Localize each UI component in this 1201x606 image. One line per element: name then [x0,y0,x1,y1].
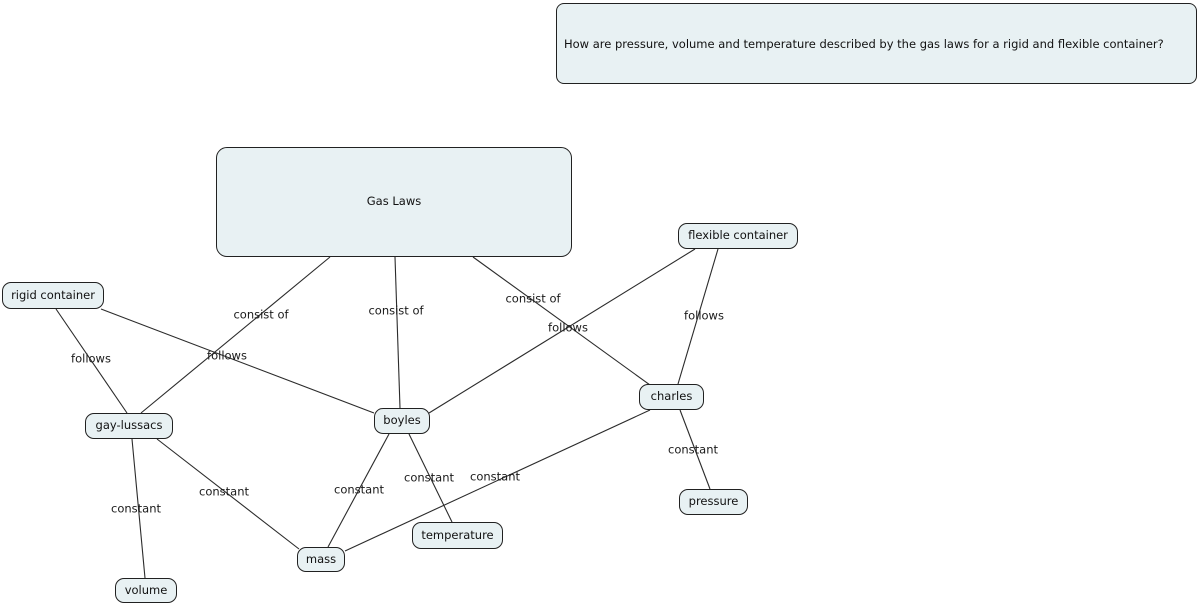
edge-label-gay-lussacs--mass[interactable]: constant [199,484,249,499]
node-rigid-container[interactable]: rigid container [2,282,104,309]
node-charles[interactable]: charles [639,384,704,410]
node-gay-lussacs[interactable]: gay-lussacs [85,413,173,439]
edge-line-gay-lussacs--mass [156,438,300,550]
edge-label-gas-laws--gay-lussacs[interactable]: consist of [233,307,289,322]
node-mass[interactable]: mass [297,547,345,572]
edge-label-rigid-container--boyles[interactable]: follows [207,348,247,363]
edge-line-gas-laws--charles [472,256,651,386]
node-volume[interactable]: volume [115,578,177,603]
edge-label-flexible-container--boyles[interactable]: follows [548,320,588,335]
edge-label-gay-lussacs--volume[interactable]: constant [111,501,161,516]
node-gas-laws[interactable]: Gas Laws [216,147,572,257]
edge-label-boyles--temperature[interactable]: constant [404,470,454,485]
edge-line-charles--pressure [679,409,711,490]
focus-question-text: How are pressure, volume and temperature… [564,36,1164,51]
edge-line-boyles--mass [327,433,390,548]
edge-label-rigid-container--gay-lussacs[interactable]: follows [71,351,111,366]
edge-line-boyles--temperature [408,433,453,523]
edge-line-charles--mass [344,409,651,552]
edge-line-gay-lussacs--volume [131,438,146,579]
edge-line-gas-laws--gay-lussacs [140,256,331,414]
edge-line-flexible-container--charles [677,248,719,385]
node-boyles[interactable]: boyles [374,408,430,434]
edge-label-gas-laws--boyles[interactable]: consist of [368,303,424,318]
edge-label-boyles--mass[interactable]: constant [334,482,384,497]
node-flexible-container[interactable]: flexible container [678,223,798,249]
focus-question-box: How are pressure, volume and temperature… [556,3,1197,84]
edge-line-gas-laws--boyles [394,256,401,409]
edge-line-flexible-container--boyles [428,248,696,414]
edge-label-flexible-container--charles[interactable]: follows [684,308,724,323]
node-temperature[interactable]: temperature [412,522,503,549]
edge-label-gas-laws--charles[interactable]: consist of [505,291,561,306]
edge-line-rigid-container--gay-lussacs [55,308,128,414]
node-pressure[interactable]: pressure [679,489,748,515]
edge-label-charles--pressure[interactable]: constant [668,442,718,457]
edge-label-charles--mass[interactable]: constant [470,469,520,484]
edge-line-rigid-container--boyles [100,308,375,414]
